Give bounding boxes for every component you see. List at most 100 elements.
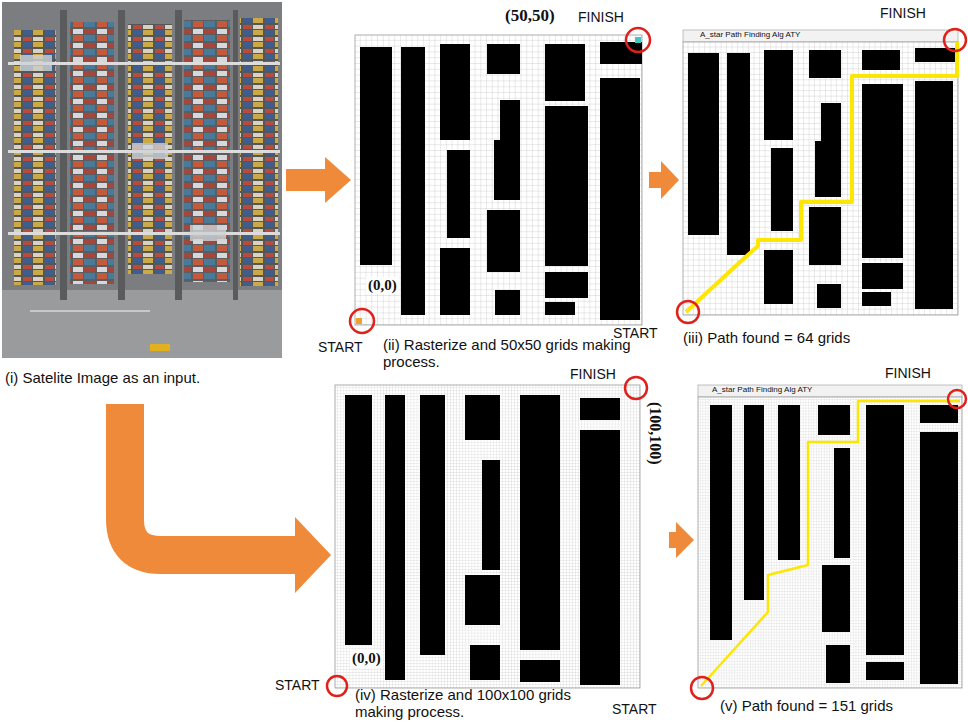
highlight-circle-part — [944, 29, 966, 51]
grid-50-part-part — [440, 44, 470, 140]
satellite-image-part — [190, 225, 226, 241]
grid-50-part-part — [545, 302, 575, 315]
grid-50-path — [683, 30, 958, 315]
highlight-circle — [327, 28, 966, 699]
panel-caption: (v) Path found = 151 grids — [720, 698, 960, 715]
grid-50 — [355, 35, 642, 325]
grid-100-part-part — [385, 395, 405, 680]
image-panel: (v) Path found = 151 grids — [698, 385, 962, 722]
image-panel: (iii) Path found = 64 grids — [683, 30, 960, 348]
image-panel: (iv) Rasterize and 100x100 grids making … — [335, 365, 665, 722]
grid-100-part-part — [580, 430, 620, 685]
satellite-image-part — [233, 10, 238, 300]
highlight-circle-part — [691, 677, 713, 699]
grid-100-path — [698, 385, 962, 688]
grid-100-path-part-part — [866, 405, 904, 655]
grid-50-path-part-part — [862, 50, 900, 70]
grid-50-path-part — [683, 42, 958, 315]
arrow-head — [325, 157, 351, 203]
arrow-head — [295, 517, 331, 593]
grid-100-path-part — [698, 397, 962, 688]
grid-50-path-part-part — [771, 148, 793, 231]
grid-50-part-part — [447, 150, 470, 238]
satellite-image-part — [175, 10, 182, 300]
coordinate-label: (50,50) — [505, 7, 555, 26]
grid-50-part-part — [494, 140, 520, 200]
grid-50-part — [355, 35, 642, 325]
grid-100-path-part-part — [710, 405, 732, 640]
grid-50-path-part-part — [815, 141, 841, 197]
grid-100-path-part-part — [866, 662, 904, 680]
grid-50-path-part-part — [862, 263, 903, 289]
window-title: A_star Path Finding Alg ATY — [700, 31, 800, 40]
grid-50-part-part — [545, 106, 588, 266]
highlight-circle-part — [625, 377, 647, 399]
grid-50-part — [355, 35, 642, 325]
finish-label: FINISH — [578, 10, 624, 25]
start-label: START — [275, 678, 320, 693]
start-label: START — [613, 326, 658, 341]
grid-100-path-part-part — [744, 405, 764, 600]
grid-50-path-part-part — [915, 81, 953, 309]
grid-100-path-part-part — [818, 405, 850, 435]
arrow-body — [286, 169, 328, 191]
highlight-circle-part — [350, 309, 374, 333]
grid-100-part-part — [420, 395, 445, 655]
satellite-image-part — [14, 30, 56, 285]
grid-50-part-part — [401, 47, 425, 315]
grid-50-part-part — [487, 44, 520, 74]
start-label: START — [612, 702, 657, 717]
satellite-image-part — [128, 24, 172, 274]
grid-100-path-part-part — [822, 565, 850, 632]
satellite-image-part — [118, 10, 125, 300]
flow-arrow — [669, 522, 694, 558]
grid-100-part-part — [482, 460, 500, 570]
grid-50-path-part-part — [817, 284, 841, 308]
grid-100-path-part — [698, 385, 962, 397]
satellite-image-part — [2, 290, 282, 358]
grid-50-part-part — [500, 100, 520, 140]
arrow-head — [676, 522, 694, 558]
flow-arrow — [286, 157, 351, 203]
grid-50-part-part — [360, 47, 392, 265]
satellite-image-part — [150, 344, 170, 351]
grid-100-path-part-part — [920, 432, 958, 684]
grid-50-path-part-part — [862, 84, 903, 258]
grid-50-path-part-part — [809, 207, 841, 265]
grid-50-part-part — [600, 78, 640, 320]
grid-100-part-part — [470, 645, 500, 680]
satellite-image-part — [60, 10, 67, 300]
grid-50-part-part — [545, 272, 588, 298]
grid-50-part-part — [440, 248, 470, 315]
grid-50-part — [356, 318, 362, 324]
grid-50-path-part-part — [764, 50, 793, 140]
window-title: A_star Path Finding Alg ATY — [712, 386, 812, 395]
highlight-circle-part — [677, 301, 699, 323]
grid-50-path-part-part — [809, 50, 841, 78]
highlight-circle-part — [948, 390, 966, 408]
panel-caption: (i) Satelite Image as an input. — [5, 370, 280, 387]
arrow-body — [649, 172, 663, 188]
grid-100-path-part-part — [834, 448, 850, 558]
grid-100-part — [335, 385, 640, 688]
arrow-head — [661, 161, 679, 199]
grid-100-path-part-part — [826, 645, 850, 683]
satellite-image-part — [30, 310, 150, 312]
image-panel: (ii) Rasterize and 50x50 grids making pr… — [355, 35, 645, 372]
finish-label: FINISH — [880, 6, 926, 21]
grid-50-path-part-part — [764, 250, 793, 304]
grid-50-part — [635, 37, 641, 43]
grid-100-part-part — [345, 395, 372, 645]
grid-50-part-part — [495, 290, 520, 315]
grid-100-part-part — [580, 398, 620, 420]
grid-50-path-part-part — [688, 53, 719, 235]
flow-arrow — [649, 161, 679, 199]
grid-50-path-part-part — [727, 53, 750, 255]
grid-50-part-part — [487, 210, 520, 272]
arrow-body — [125, 404, 299, 555]
finish-label: FINISH — [570, 367, 616, 382]
grid-100-path-part — [698, 397, 962, 688]
